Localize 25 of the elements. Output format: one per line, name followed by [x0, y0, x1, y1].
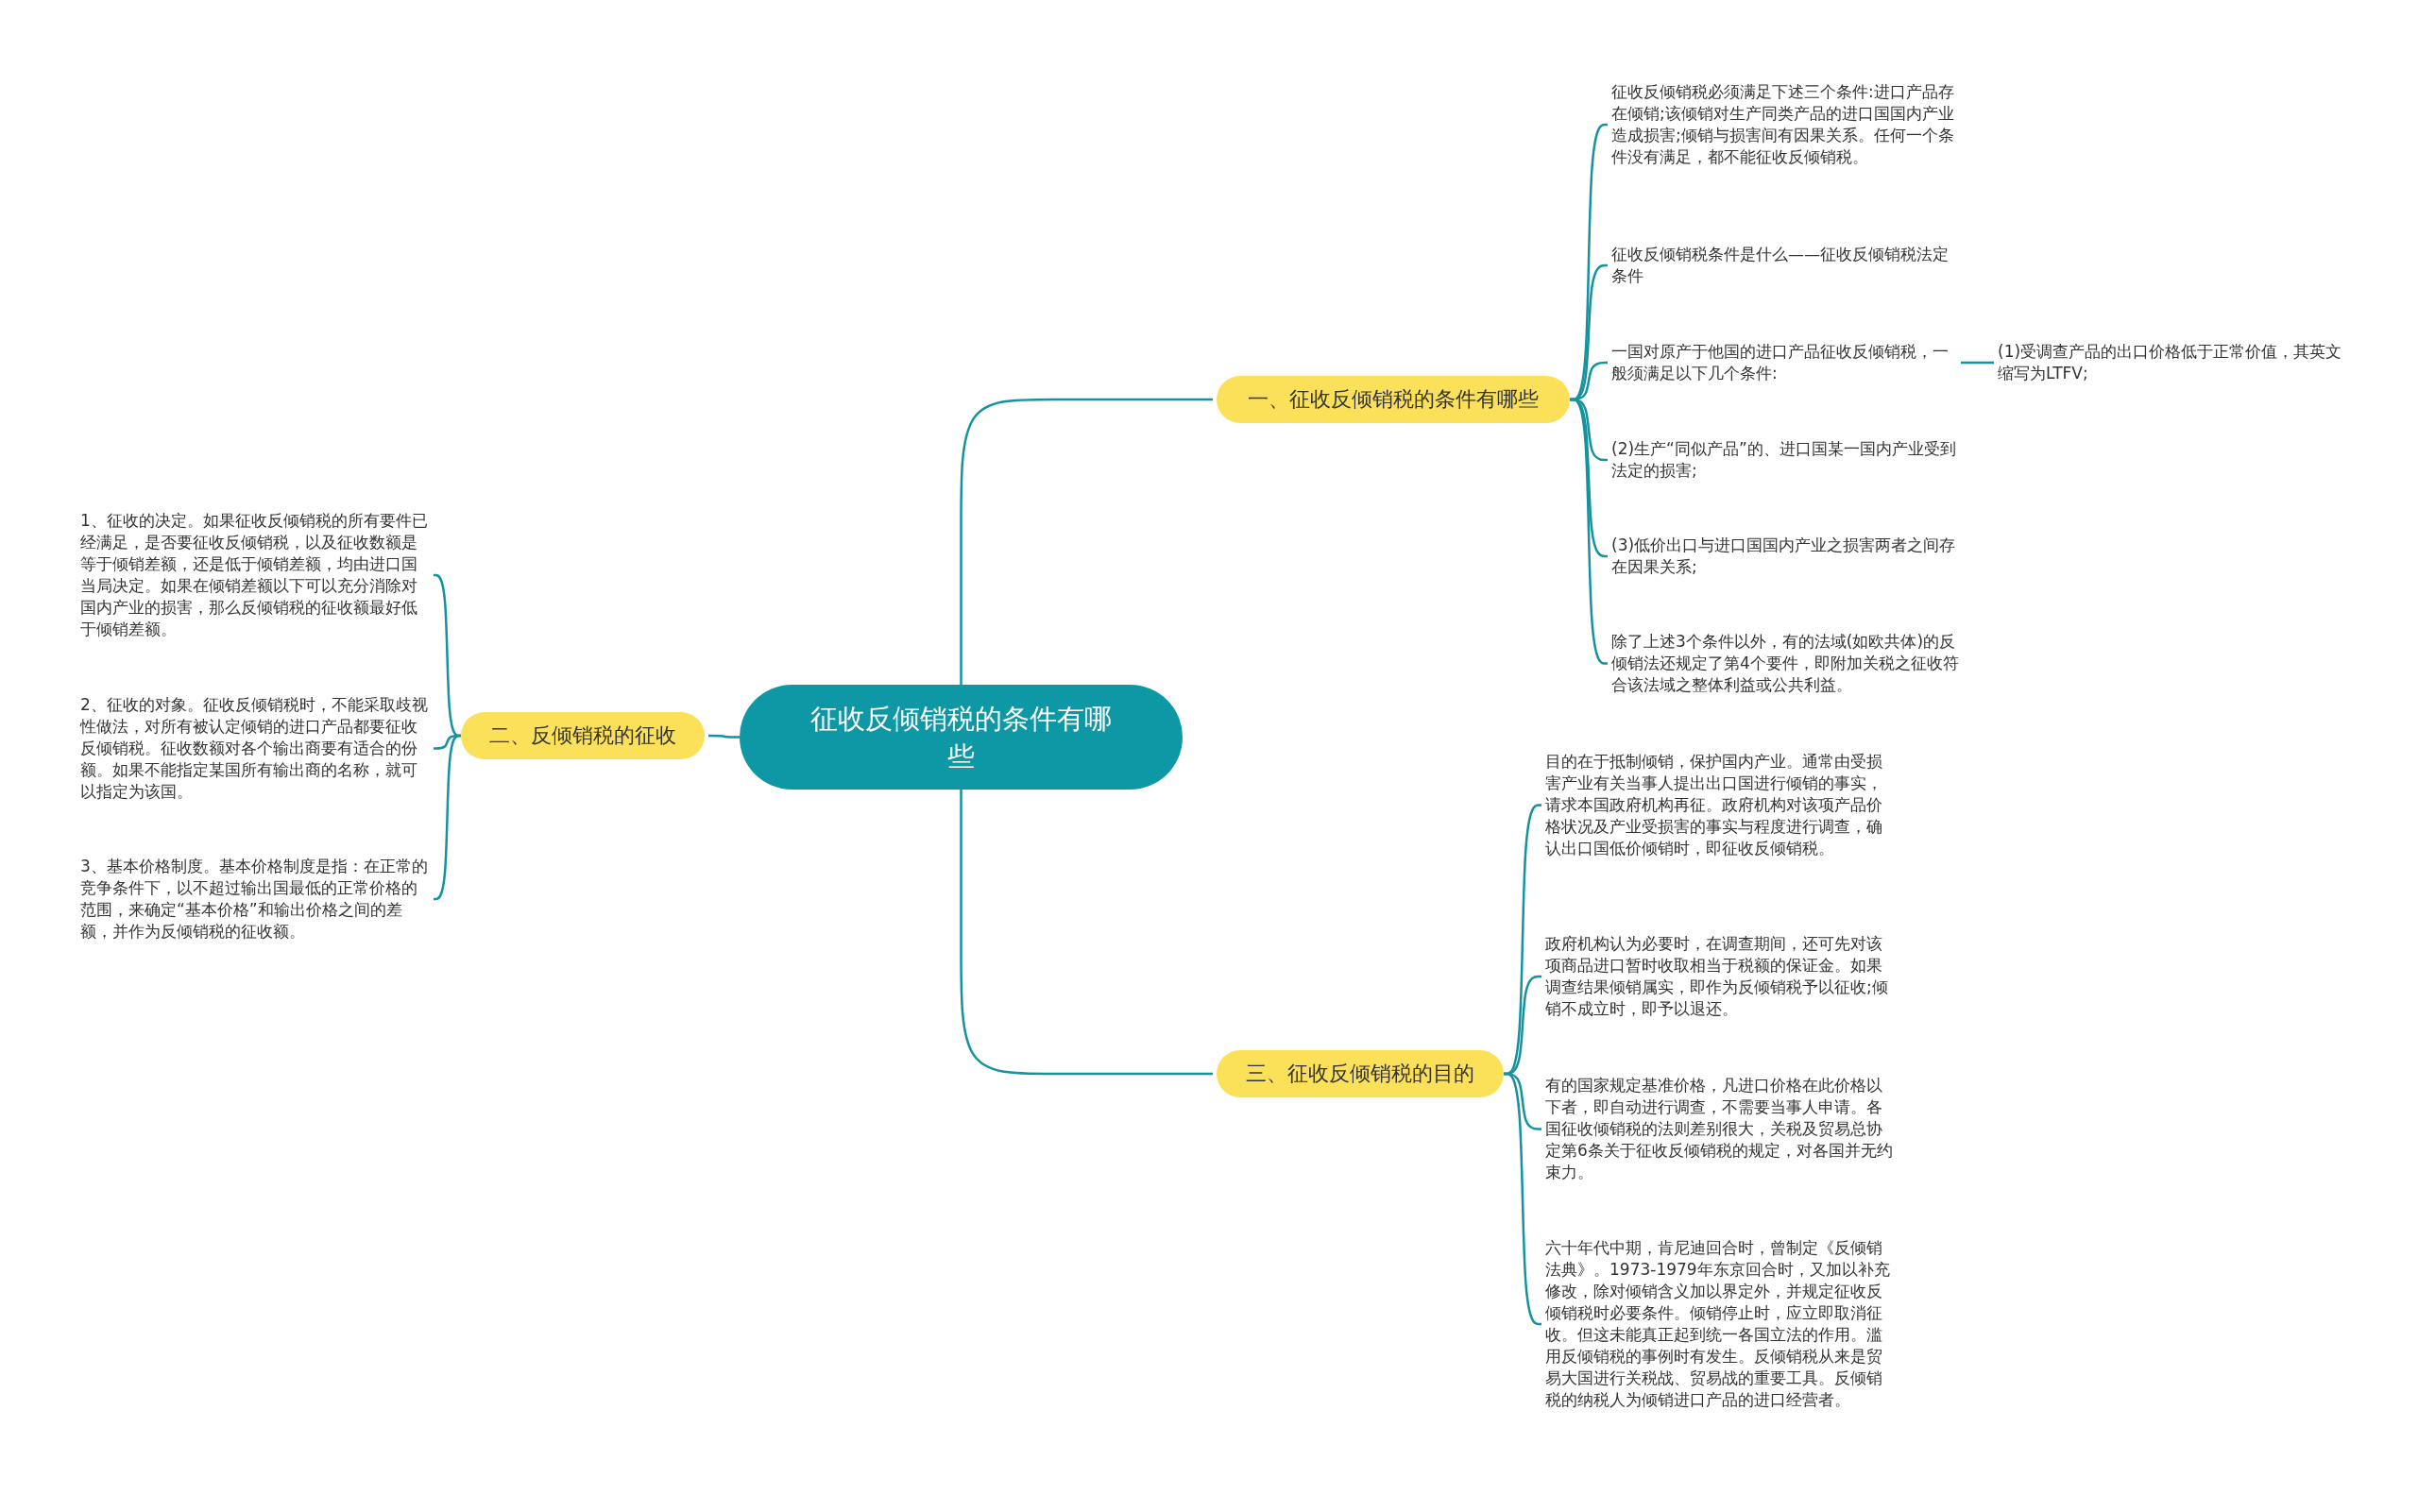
note-text: 征收反倾销税条件是什么——征收反倾销税法定条件	[1611, 244, 1961, 287]
note-text: 有的国家规定基准价格，凡进口价格在此价格以下者，即自动进行调查，不需要当事人申请。各国征收倾销税的法则差别很大，关税及贸易总协定第6条关于征收反倾销税的规定，对各国并无约束力。	[1545, 1075, 1895, 1183]
note-text: (3)低价出口与进口国国内产业之损害两者之间存在因果关系;	[1611, 535, 1961, 578]
note-text: 一国对原产于他国的进口产品征收反倾销税，一般须满足以下几个条件:	[1611, 341, 1961, 384]
connector-line	[1961, 361, 1994, 365]
note-text: (2)生产“同似产品”的、进口国某一国内产业受到法定的损害;	[1611, 438, 1961, 482]
note-text: 目的在于抵制倾销，保护国内产业。通常由受损害产业有关当事人提出出口国进行倾销的事实，请求本国政府机构再征。政府机构对该项产品价格状况及产业受损害的事实与程度进行调查，确认出口国低价倾销时，即征收反倾销税。	[1545, 751, 1895, 859]
note-text: 3、基本价格制度。基本价格制度是指：在正常的竞争条件下，以不超过输出国最低的正常价格的范围，来确定“基本价格”和输出价格之间的差额，并作为反倾销税的征收额。	[80, 856, 430, 943]
branch-topic: 三、征收反倾销税的目的	[1217, 1050, 1504, 1097]
note-text: 1、征收的决定。如果征收反倾销税的所有要件已经满足，是否要征收反倾销税，以及征收数额是等于倾销差额，还是低于倾销差额，均由进口国当局决定。如果在倾销差额以下可以充分消除对国内产业的损害，那么反倾销税的征收额最好低于倾销差额。	[80, 510, 430, 640]
note-text: 六十年代中期，肯尼迪回合时，曾制定《反倾销法典》。1973-1979年东京回合时，又加以补充修改，除对倾销含义加以界定外，并规定征收反倾销税时必要条件。倾销停止时，应立即取消征收。但这未能真正起到统一各国立法的作用。滥用反倾销税的事例时有发生。反倾销税从来是贸易大国进行关税战、贸易战的重要工具。反倾销税的纳税人为倾销进口产品的进口经营者。	[1545, 1237, 1895, 1411]
connector-line	[960, 398, 1213, 685]
central-topic: 征收反倾销税的条件有哪些	[740, 685, 1183, 790]
branch-topic: 一、征收反倾销税的条件有哪些	[1217, 376, 1570, 423]
note-text: 政府机构认为必要时，在调查期间，还可先对该项商品进口暂时收取相当于税额的保证金。如果调查结果倾销属实，即作为反倾销税予以征收;倾销不成立时，即予以退还。	[1545, 933, 1895, 1020]
note-text: 2、征收的对象。征收反倾销税时，不能采取歧视性做法，对所有被认定倾销的进口产品都要征收反倾销税。征收数额对各个输出商要有适合的份额。如果不能指定某国所有输出商的名称，就可以指定为该国。	[80, 694, 430, 803]
connector-line	[434, 734, 461, 901]
connector-line	[960, 790, 1213, 1076]
connector-line	[1504, 1072, 1541, 1326]
note-text: (1)受调查产品的出口价格低于正常价值，其英文缩写为LTFV;	[1998, 341, 2347, 384]
connector-line	[708, 734, 740, 739]
note-text: 除了上述3个条件以外，有的法域(如欧共体)的反倾销法还规定了第4个要件，即附加关税之征收符合该法域之整体利益或公共利益。	[1611, 631, 1961, 696]
note-text: 征收反倾销税必须满足下述三个条件:进口产品存在倾销;该倾销对生产同类产品的进口国国内产业造成损害;倾销与损害间有因果关系。任何一个条件没有满足，都不能征收反倾销税。	[1611, 81, 1961, 168]
branch-topic: 二、反倾销税的征收	[461, 712, 705, 759]
connector-line	[1570, 398, 1608, 665]
